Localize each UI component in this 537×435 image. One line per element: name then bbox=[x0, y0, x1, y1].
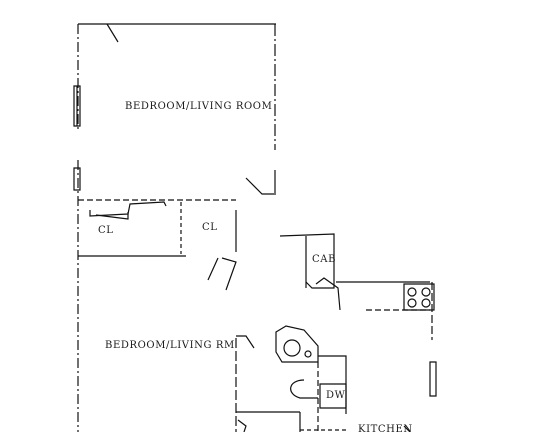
window-right-kitchen bbox=[430, 362, 436, 396]
label-dishwasher: DW bbox=[326, 390, 346, 401]
window-left-middle bbox=[74, 168, 80, 190]
label-closet-right: CL bbox=[202, 222, 218, 233]
stove-icon bbox=[404, 284, 434, 310]
label-kitchen: KITCHEN bbox=[358, 424, 413, 435]
label-room-top: BEDROOM/LIVING ROOM bbox=[125, 101, 273, 112]
bottom-fixture bbox=[238, 420, 246, 432]
closet-door-swing bbox=[208, 258, 218, 280]
door-swing-top bbox=[107, 24, 118, 42]
cabinet-outline bbox=[280, 234, 334, 288]
door-swing-right bbox=[246, 178, 274, 194]
counter-curve bbox=[291, 380, 318, 398]
label-room-bottom: BEDROOM/LIVING RM bbox=[105, 340, 235, 351]
right-bottom-stub bbox=[404, 426, 410, 432]
closet-shelf-left bbox=[90, 202, 166, 216]
window-left-upper bbox=[74, 86, 80, 126]
dishwasher-icon bbox=[320, 384, 346, 408]
closet-door-b bbox=[222, 258, 236, 290]
cabinet-door bbox=[316, 278, 340, 310]
label-cabinet: CAB bbox=[312, 254, 337, 265]
door-swing-lower bbox=[236, 336, 254, 348]
sink-icon bbox=[276, 326, 318, 362]
label-closet-left: CL bbox=[98, 225, 114, 236]
counter-left bbox=[318, 356, 346, 414]
closet-shelf-left-b bbox=[96, 212, 128, 219]
